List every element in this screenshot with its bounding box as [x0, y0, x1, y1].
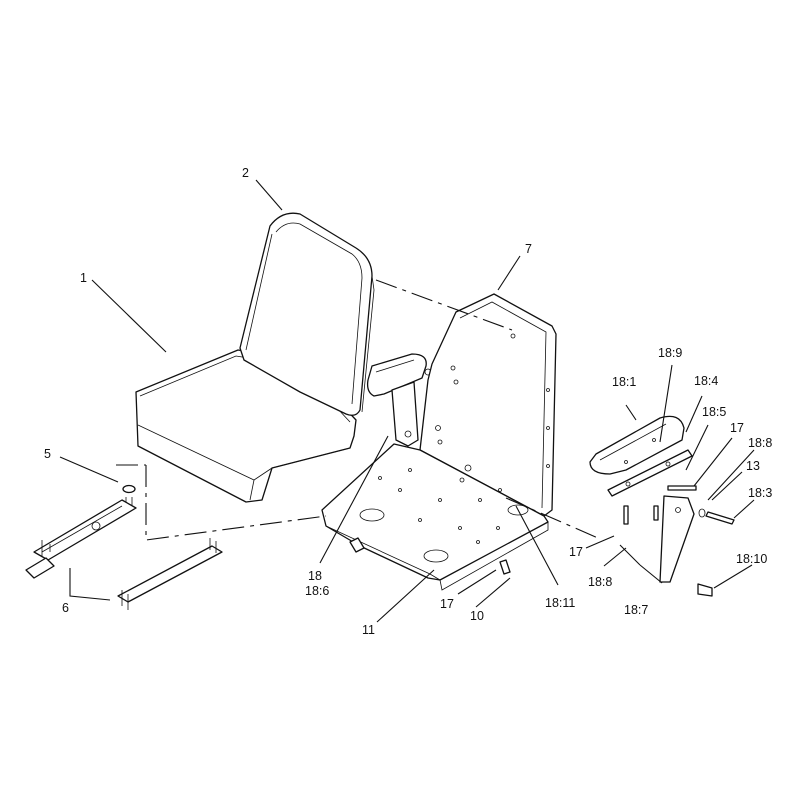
- callout-10: 10: [470, 609, 484, 623]
- callout-7: 7: [525, 242, 532, 256]
- callout-18: 18: [308, 569, 322, 583]
- callout-17-left: 17: [569, 545, 583, 559]
- callout-17-bottom: 17: [440, 597, 454, 611]
- leader-lines: [59, 179, 755, 623]
- callout-5: 5: [44, 447, 51, 461]
- slide-rail-lower: [117, 538, 223, 610]
- slide-rail-upper: [25, 499, 137, 579]
- armrest-mount-plate: [607, 449, 693, 497]
- right-armrest-pad: [589, 415, 685, 475]
- assembly-lines: [116, 279, 599, 541]
- callout-13: 13: [746, 459, 760, 473]
- armrest-hardware: [499, 485, 735, 597]
- callout-labels: 1 2 7 5 6 18 18:6 11 17 10 18:11 17 18:8…: [44, 166, 772, 637]
- callout-2: 2: [242, 166, 249, 180]
- callout-18-10: 18:10: [736, 552, 767, 566]
- callout-11: 11: [362, 623, 375, 637]
- callout-17-right: 17: [730, 421, 744, 435]
- callout-18-6: 18:6: [305, 584, 329, 598]
- armrest-support-bracket: [659, 495, 695, 583]
- callout-18-3: 18:3: [748, 486, 772, 500]
- callout-18-8-upper: 18:8: [748, 436, 772, 450]
- callout-1: 1: [80, 271, 87, 285]
- callout-18-7: 18:7: [624, 603, 648, 617]
- callout-18-4: 18:4: [694, 374, 718, 388]
- left-armrest: [366, 353, 432, 447]
- callout-18-8-lower: 18:8: [588, 575, 612, 589]
- callout-18-5: 18:5: [702, 405, 726, 419]
- callout-6: 6: [62, 601, 69, 615]
- seat-pan: [321, 443, 549, 591]
- callout-18-11: 18:11: [545, 596, 575, 610]
- seat-back-cushion-part-2: [239, 212, 375, 416]
- seat-back-frame-part-7: [419, 293, 557, 517]
- callout-18-9: 18:9: [658, 346, 682, 360]
- callout-18-1: 18:1: [612, 375, 636, 389]
